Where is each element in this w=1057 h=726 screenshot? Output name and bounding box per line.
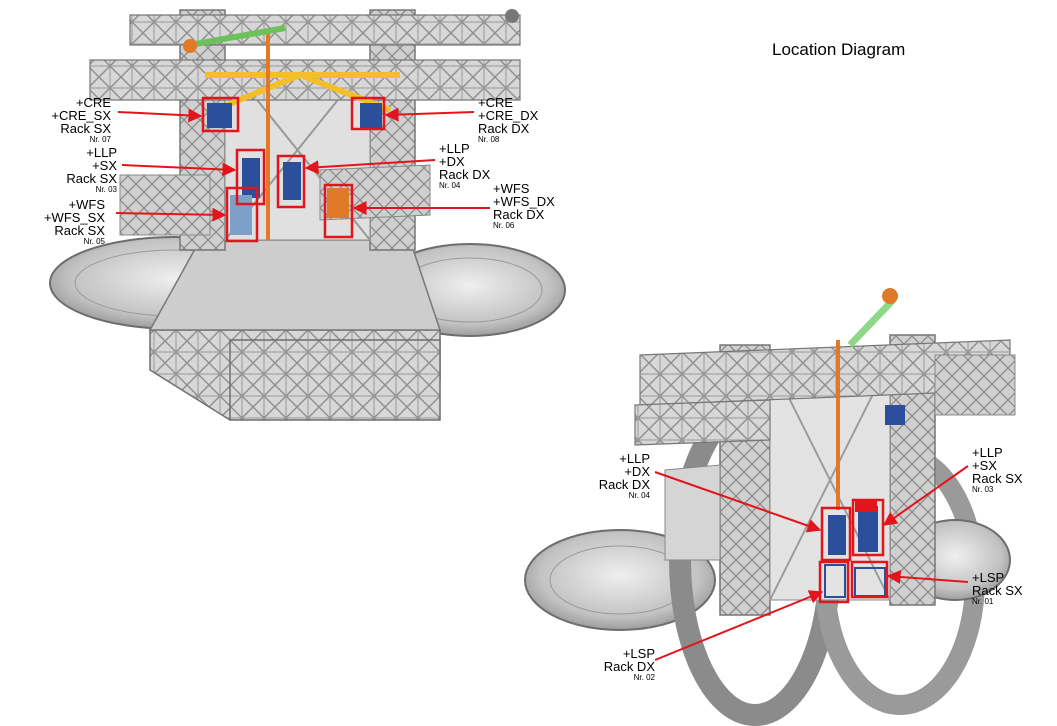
box-lsp-dx — [818, 560, 850, 604]
label-llp-dx-bottom: +LLP +DX Rack DX Nr. 04 — [598, 451, 650, 500]
box-llp-sx-bot — [851, 498, 885, 557]
telescope-structure-top — [49, 9, 566, 421]
box-cre-dx — [350, 96, 386, 131]
diagram-title: Location Diagram — [772, 40, 906, 59]
label-cre-dx: +CRE +CRE_DX Rack DX Nr. 08 — [478, 95, 539, 144]
box-llp-dx-top — [276, 154, 306, 209]
telescope-structure-bottom — [524, 288, 1016, 726]
highlight-boxes-bottom — [818, 498, 889, 604]
box-llp-sx-top — [235, 148, 266, 206]
box-llp-dx-bot — [820, 506, 852, 562]
label-wfs-dx: +WFS +WFS_DX Rack DX Nr. 06 — [493, 181, 555, 230]
pointer-arrows-top — [115, 107, 490, 222]
label-llp-sx-top: +LLP +SX Rack SX Nr. 03 — [66, 145, 117, 194]
pointer-arrows-bottom — [654, 465, 969, 661]
box-wfs-dx — [323, 183, 354, 239]
label-llp-sx-bottom: +LLP +SX Rack SX Nr. 03 — [972, 445, 1023, 494]
label-lsp-sx: +LSP Rack SX Nr. 01 — [972, 570, 1023, 606]
highlight-boxes-top — [201, 96, 386, 243]
label-cre-sx: +CRE +CRE_SX Rack SX Nr. 07 — [51, 95, 111, 144]
label-wfs-sx: +WFS +WFS_SX Rack SX Nr. 05 — [43, 197, 105, 246]
box-wfs-sx — [225, 186, 259, 243]
box-cre-sx — [201, 96, 240, 133]
label-llp-dx-top: +LLP +DX Rack DX Nr. 04 — [439, 141, 491, 190]
label-lsp-dx: +LSP Rack DX Nr. 02 — [603, 646, 655, 682]
